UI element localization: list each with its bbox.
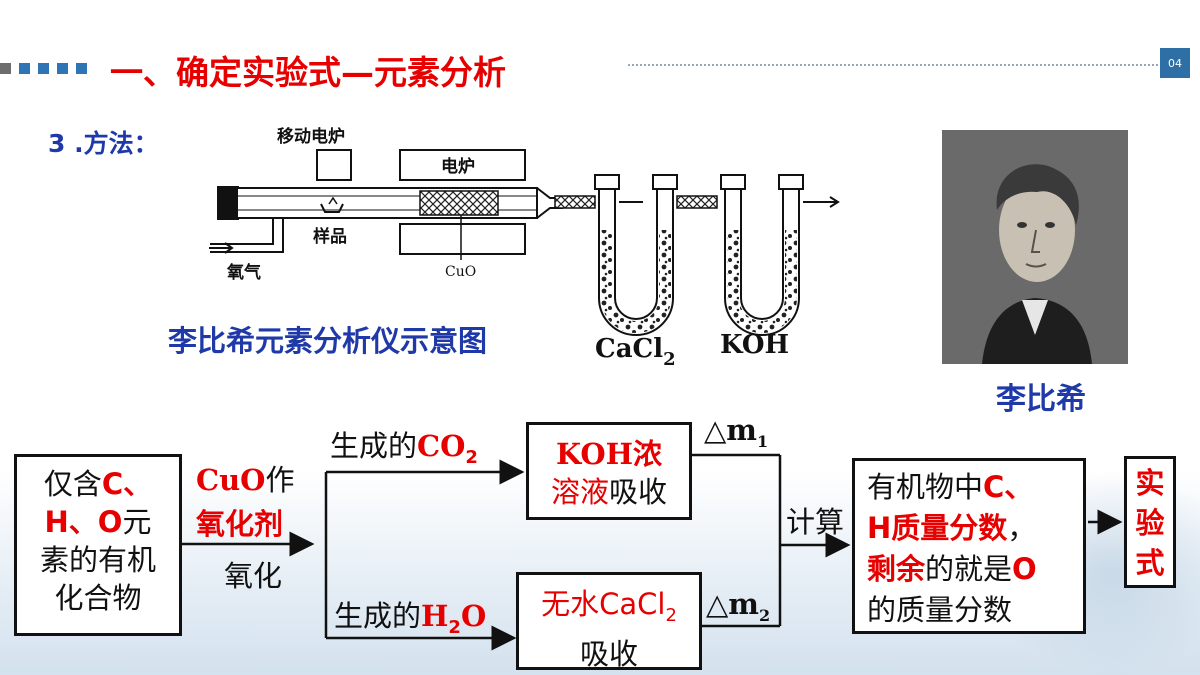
mobile-furnace-label: 移动电炉 — [277, 126, 345, 147]
cacl2-absorption-box: 无水CaCl2 吸收 — [516, 572, 702, 671]
organic-compound-box: 仅含C、 H、O元 素的有机 化合物 — [14, 454, 182, 636]
oxidant-label: CuO作 — [196, 463, 295, 497]
cacl2-u-tube — [594, 174, 678, 336]
title-divider — [628, 64, 1158, 66]
start-line4: 化合物 — [54, 581, 142, 615]
cacl2-diagram-label: CaCl2 — [595, 334, 676, 370]
electric-furnace-label: 电炉 — [441, 156, 475, 177]
start-line3: 素的有机 — [39, 543, 156, 577]
koh-u-tube — [720, 174, 804, 336]
delta-m1-label: △m1 — [704, 413, 769, 451]
method-label: 3 .方法： — [48, 129, 159, 158]
cuo-label: CuO — [445, 264, 476, 280]
electric-furnace-top — [399, 149, 526, 181]
start-line2-b: 元 — [122, 505, 152, 539]
oxidation-label: 氧化 — [224, 559, 283, 593]
start-line1-b: C、 — [101, 467, 153, 501]
outlet-arrow — [803, 196, 840, 208]
co2-branch-label: 生成的CO2 — [330, 429, 478, 468]
liebig-name: 李比希 — [996, 382, 1086, 417]
start-line2-a: H、O — [44, 505, 123, 539]
sample-boat — [320, 203, 344, 213]
koh-diagram-label: KOH — [720, 330, 789, 360]
oxygen-label: 氧气 — [226, 262, 261, 283]
connector-tube-1 — [554, 195, 596, 209]
electric-furnace-bottom — [399, 223, 526, 255]
start-line1-a: 仅含 — [43, 467, 102, 501]
connector-tube-2 — [676, 195, 718, 209]
page-title: 一、确定实验式—元素分析 — [110, 53, 506, 92]
calculate-label: 计算 — [786, 505, 845, 539]
delta-m2-label: △m2 — [706, 587, 771, 625]
liebig-portrait — [942, 130, 1128, 364]
mobile-furnace — [316, 149, 352, 181]
koh-absorption-box: KOH浓 溶液吸收 — [526, 422, 692, 520]
oxidant-agent-label: 氧化剂 — [196, 507, 284, 541]
oxygen-arrow — [209, 242, 234, 254]
tube-stopper — [217, 186, 239, 220]
h2o-branch-label: 生成的H2O — [334, 599, 487, 638]
liebig-apparatus-diagram: 氧气 移动电炉 样品 电炉 CuO CaCl2 KOH — [209, 126, 840, 370]
oxygen-inlet-tube — [210, 218, 284, 253]
diagram-caption: 李比希元素分析仪示意图 — [168, 324, 488, 358]
empirical-formula-box: 实 验 式 — [1124, 456, 1176, 588]
flow-connectors — [182, 453, 1123, 651]
sample-label: 样品 — [313, 226, 347, 247]
page-number: 04 — [1160, 48, 1190, 78]
mass-fraction-box: 有机物中C、 H质量分数， 剩余的就是O 的质量分数 — [852, 458, 1086, 634]
cuo-packing — [419, 190, 499, 216]
